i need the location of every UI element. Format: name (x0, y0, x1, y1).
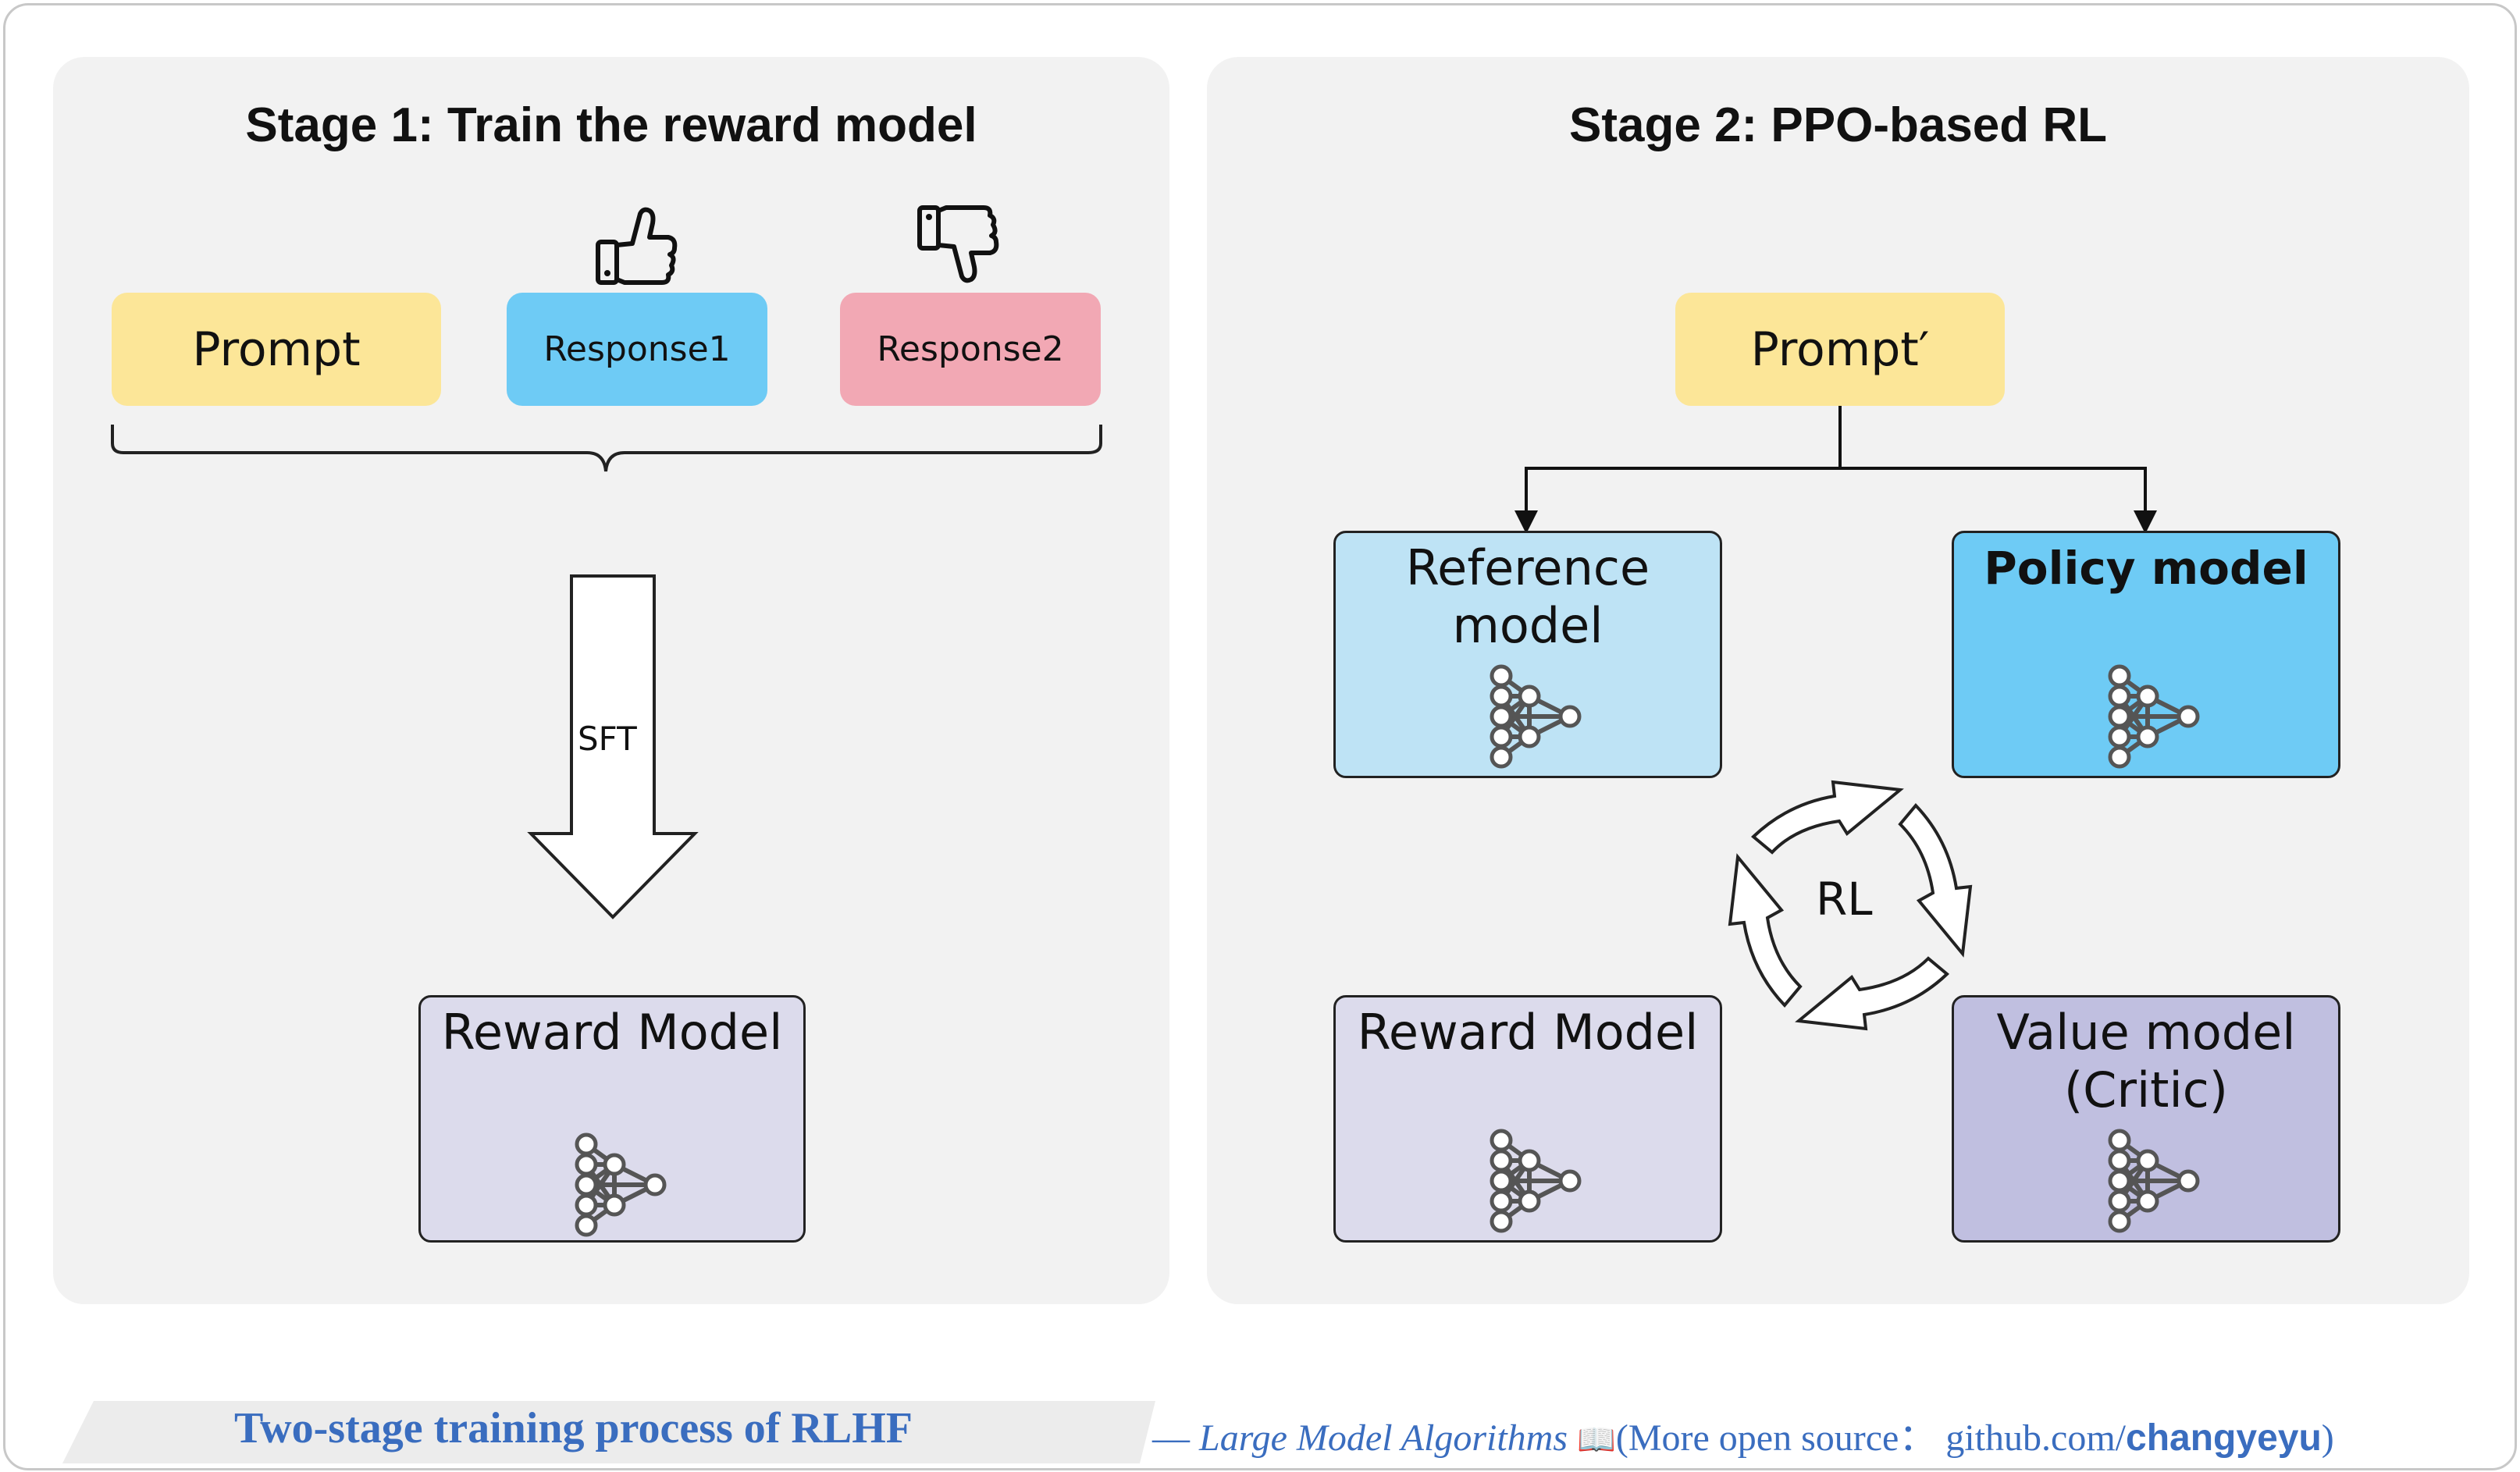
stage1-title: Stage 1: Train the reward model (245, 98, 977, 152)
response2-box: Response2 (840, 293, 1101, 406)
figure-caption: Two-stage training process of RLHF (234, 1404, 913, 1452)
neural-network-icon (2108, 1129, 2200, 1233)
neural-network-icon (1490, 664, 1582, 769)
rl-label: RL (1816, 873, 1873, 926)
stage1-reward-model-label: Reward Model (441, 1004, 783, 1061)
thumbs-up-icon (596, 207, 678, 285)
neural-network-icon (575, 1132, 667, 1237)
policy-model-box: Policy model (1952, 531, 2340, 778)
stage2-prompt-label: Prompt′ (1750, 322, 1930, 377)
attribution-book: Large Model Algorithms (1199, 1417, 1568, 1459)
attribution-user[interactable]: changyeyu (2126, 1417, 2322, 1459)
reference-model-label: Reference model (1405, 539, 1650, 654)
cycle-arrows-icon (1728, 780, 1973, 1031)
response2-label: Response2 (877, 329, 1064, 369)
stage2-prompt-box: Prompt′ (1675, 293, 2005, 406)
value-model-label: Value model (Critic) (1996, 1004, 2296, 1118)
thumbs-down-icon (917, 205, 999, 283)
stage1-prompt-label: Prompt (192, 322, 361, 377)
stage2-reward-model-label: Reward Model (1357, 1004, 1699, 1061)
prompt-branch-arrows (1514, 406, 2157, 534)
attribution-source: (More open source： github.com/ (1615, 1417, 2127, 1459)
attribution: — Large Model Algorithms 📖(More open sou… (1152, 1406, 2334, 1461)
attribution-prefix: — (1152, 1417, 1199, 1459)
response1-label: Response1 (543, 329, 731, 369)
stage2-reward-model-box: Reward Model (1333, 995, 1722, 1243)
caption-band (62, 1401, 1155, 1463)
response1-box: Response1 (507, 293, 767, 406)
neural-network-icon (2108, 664, 2200, 769)
grouping-brace (111, 425, 1102, 472)
stage2-title: Stage 2: PPO-based RL (1568, 98, 2108, 152)
stage1-reward-model-box: Reward Model (418, 995, 806, 1243)
down-arrow-icon (527, 574, 699, 919)
book-icon: 📖 (1577, 1422, 1616, 1458)
stage1-prompt-box: Prompt (112, 293, 441, 406)
value-model-box: Value model (Critic) (1952, 995, 2340, 1243)
policy-model-label: Policy model (1984, 542, 2308, 595)
neural-network-icon (1490, 1129, 1582, 1233)
reference-model-box: Reference model (1333, 531, 1722, 778)
attribution-close: ) (2321, 1417, 2334, 1459)
sft-label: SFT (578, 720, 637, 758)
